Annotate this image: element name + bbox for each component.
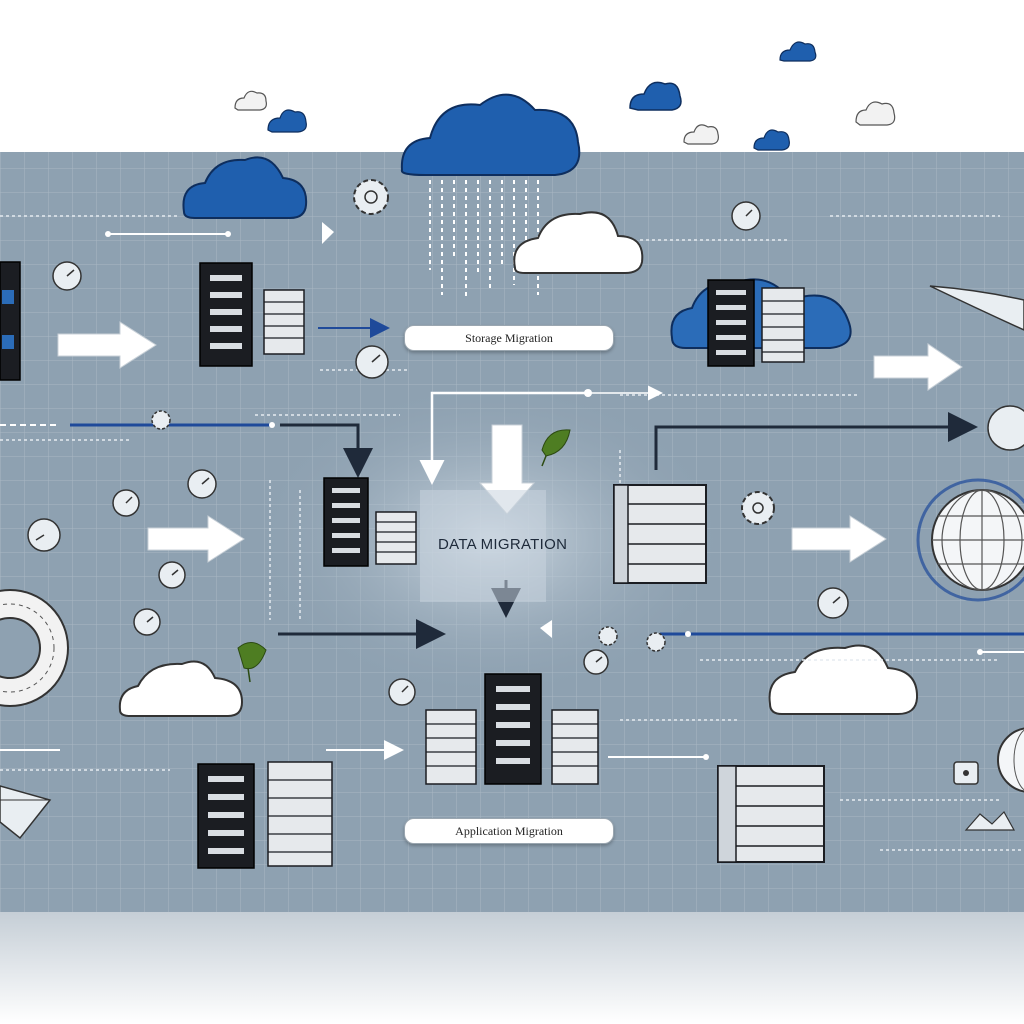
paper-plane-icon — [0, 785, 52, 840]
server-rack-icon — [551, 709, 599, 785]
gauge-icon — [27, 518, 61, 552]
gear-icon — [353, 179, 389, 215]
cloud-icon — [234, 90, 267, 111]
data-migration-label: DATA MIGRATION — [438, 536, 568, 553]
server-rack-icon — [707, 279, 755, 367]
gauge-icon — [817, 587, 849, 619]
cloud-icon — [400, 93, 581, 176]
arrow-icon — [147, 515, 245, 563]
ring-icon — [0, 589, 69, 707]
server-rack-icon — [199, 262, 253, 367]
gauge-icon — [731, 201, 761, 231]
cloud-icon — [683, 124, 719, 145]
arrow-icon — [540, 620, 552, 638]
gauge-icon — [355, 345, 389, 379]
arrow-icon — [791, 515, 887, 563]
gauge-icon — [187, 469, 217, 499]
server-rack-icon — [425, 709, 477, 785]
data-migration-panel — [420, 490, 546, 602]
gear-icon — [646, 632, 666, 652]
cloud-icon — [779, 41, 817, 62]
server-rack-icon — [267, 761, 333, 867]
cloud-icon — [513, 211, 644, 274]
satellite-icon — [987, 405, 1024, 451]
server-rack-icon — [263, 289, 305, 355]
connector-lines — [0, 231, 1024, 760]
floor-reflection — [0, 912, 1024, 1024]
gauge-icon — [583, 649, 609, 675]
arrow-icon — [873, 343, 963, 391]
gear-icon — [598, 626, 618, 646]
application-migration-label: Application Migration — [404, 818, 614, 844]
cloud-icon — [768, 644, 919, 715]
gauge-icon — [52, 261, 82, 291]
globe-icon — [916, 478, 1024, 602]
cloud-icon — [753, 129, 790, 151]
cloud-icon — [855, 101, 896, 126]
cloud-icon — [182, 156, 308, 219]
cloud-icon — [267, 109, 307, 133]
server-rack-icon — [717, 765, 825, 863]
gauge-icon — [388, 678, 416, 706]
server-rack-icon — [761, 287, 805, 363]
gear-icon — [151, 410, 171, 430]
arrow-icon — [322, 222, 334, 244]
gauge-icon — [158, 561, 186, 589]
cloud-icon — [118, 660, 244, 717]
gauge-icon — [112, 489, 140, 517]
server-rack-icon — [375, 511, 417, 565]
server-rack-icon — [484, 673, 542, 785]
server-rack-icon — [0, 261, 21, 381]
cloud-icon — [964, 811, 1016, 831]
arrow-icon — [57, 321, 157, 369]
leaf-icon — [541, 429, 571, 467]
cloud-icon — [629, 81, 682, 111]
satellite-icon — [929, 285, 1024, 331]
lock-icon — [953, 761, 979, 785]
gauge-icon — [133, 608, 161, 636]
server-rack-icon — [613, 484, 707, 584]
server-rack-icon — [323, 477, 369, 567]
server-rack-icon — [197, 763, 255, 869]
gear-icon — [741, 491, 775, 525]
leaf-icon — [237, 642, 267, 683]
globe-icon — [997, 727, 1024, 793]
storage-migration-label: Storage Migration — [404, 325, 614, 351]
